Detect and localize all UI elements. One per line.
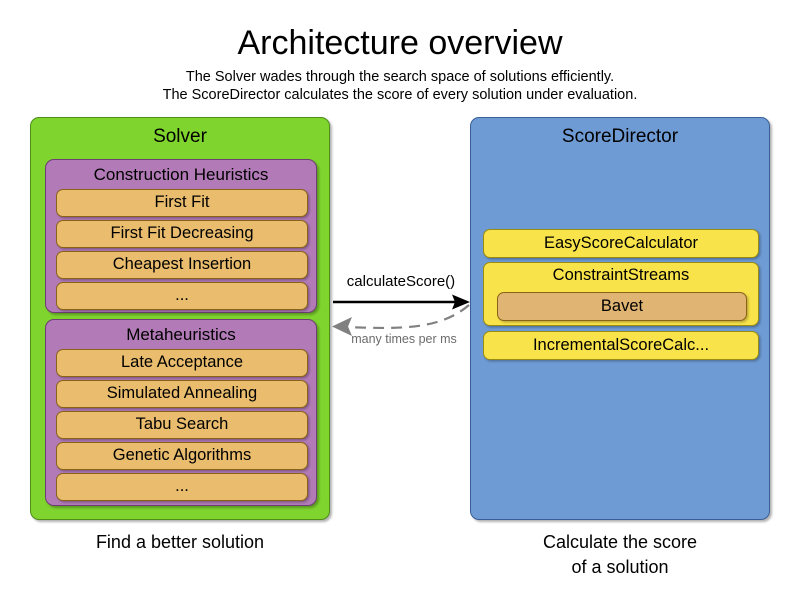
score-calculator-item[interactable]: EasyScoreCalculator bbox=[483, 229, 759, 258]
construction-heuristics-group: Construction Heuristics First Fit First … bbox=[45, 159, 317, 313]
score-calculator-item[interactable]: IncrementalScoreCalc... bbox=[483, 331, 759, 360]
algorithm-item[interactable]: Simulated Annealing bbox=[56, 380, 308, 408]
scoredirector-panel: ScoreDirector EasyScoreCalculator Constr… bbox=[470, 117, 770, 520]
scoredirector-panel-title: ScoreDirector bbox=[561, 126, 679, 147]
algorithm-item[interactable]: Cheapest Insertion bbox=[56, 251, 308, 279]
algorithm-item[interactable]: Genetic Algorithms bbox=[56, 442, 308, 470]
bavet-item[interactable]: Bavet bbox=[497, 292, 747, 321]
page-subtitle-line-1: The Solver wades through the search spac… bbox=[185, 69, 615, 85]
metaheuristics-title: Metaheuristics bbox=[126, 325, 236, 344]
construction-heuristics-title: Construction Heuristics bbox=[93, 165, 269, 184]
page-header: Architecture overview The Solver wades t… bbox=[0, 22, 800, 104]
algorithm-item[interactable]: First Fit bbox=[56, 189, 308, 217]
algorithm-item[interactable]: ... bbox=[56, 282, 308, 310]
algorithm-item[interactable]: Tabu Search bbox=[56, 411, 308, 439]
many-times-per-ms-label: many times per ms bbox=[351, 332, 457, 346]
calculate-score-arrow bbox=[333, 294, 470, 310]
solver-caption: Find a better solution bbox=[95, 532, 265, 552]
algorithm-item[interactable]: Late Acceptance bbox=[56, 349, 308, 377]
solver-panel: Solver Construction Heuristics First Fit… bbox=[30, 117, 330, 520]
calculate-score-label: calculateScore() bbox=[346, 273, 456, 290]
page-subtitle-line-2: The ScoreDirector calculates the score o… bbox=[162, 87, 638, 103]
solver-panel-title: Solver bbox=[153, 126, 207, 147]
algorithm-item[interactable]: ... bbox=[56, 473, 308, 501]
page-title: Architecture overview bbox=[237, 24, 563, 62]
scoredirector-caption: Calculate the score of a solution bbox=[470, 530, 770, 580]
scoredirector-caption-line-1: Calculate the score bbox=[542, 532, 698, 552]
scoredirector-caption-line-2: of a solution bbox=[571, 557, 669, 577]
constraint-streams-label: ConstraintStreams bbox=[552, 266, 690, 284]
score-calculator-item[interactable]: ConstraintStreams Bavet bbox=[483, 262, 759, 326]
metaheuristics-group: Metaheuristics Late Acceptance Simulated… bbox=[45, 319, 317, 506]
algorithm-item[interactable]: First Fit Decreasing bbox=[56, 220, 308, 248]
